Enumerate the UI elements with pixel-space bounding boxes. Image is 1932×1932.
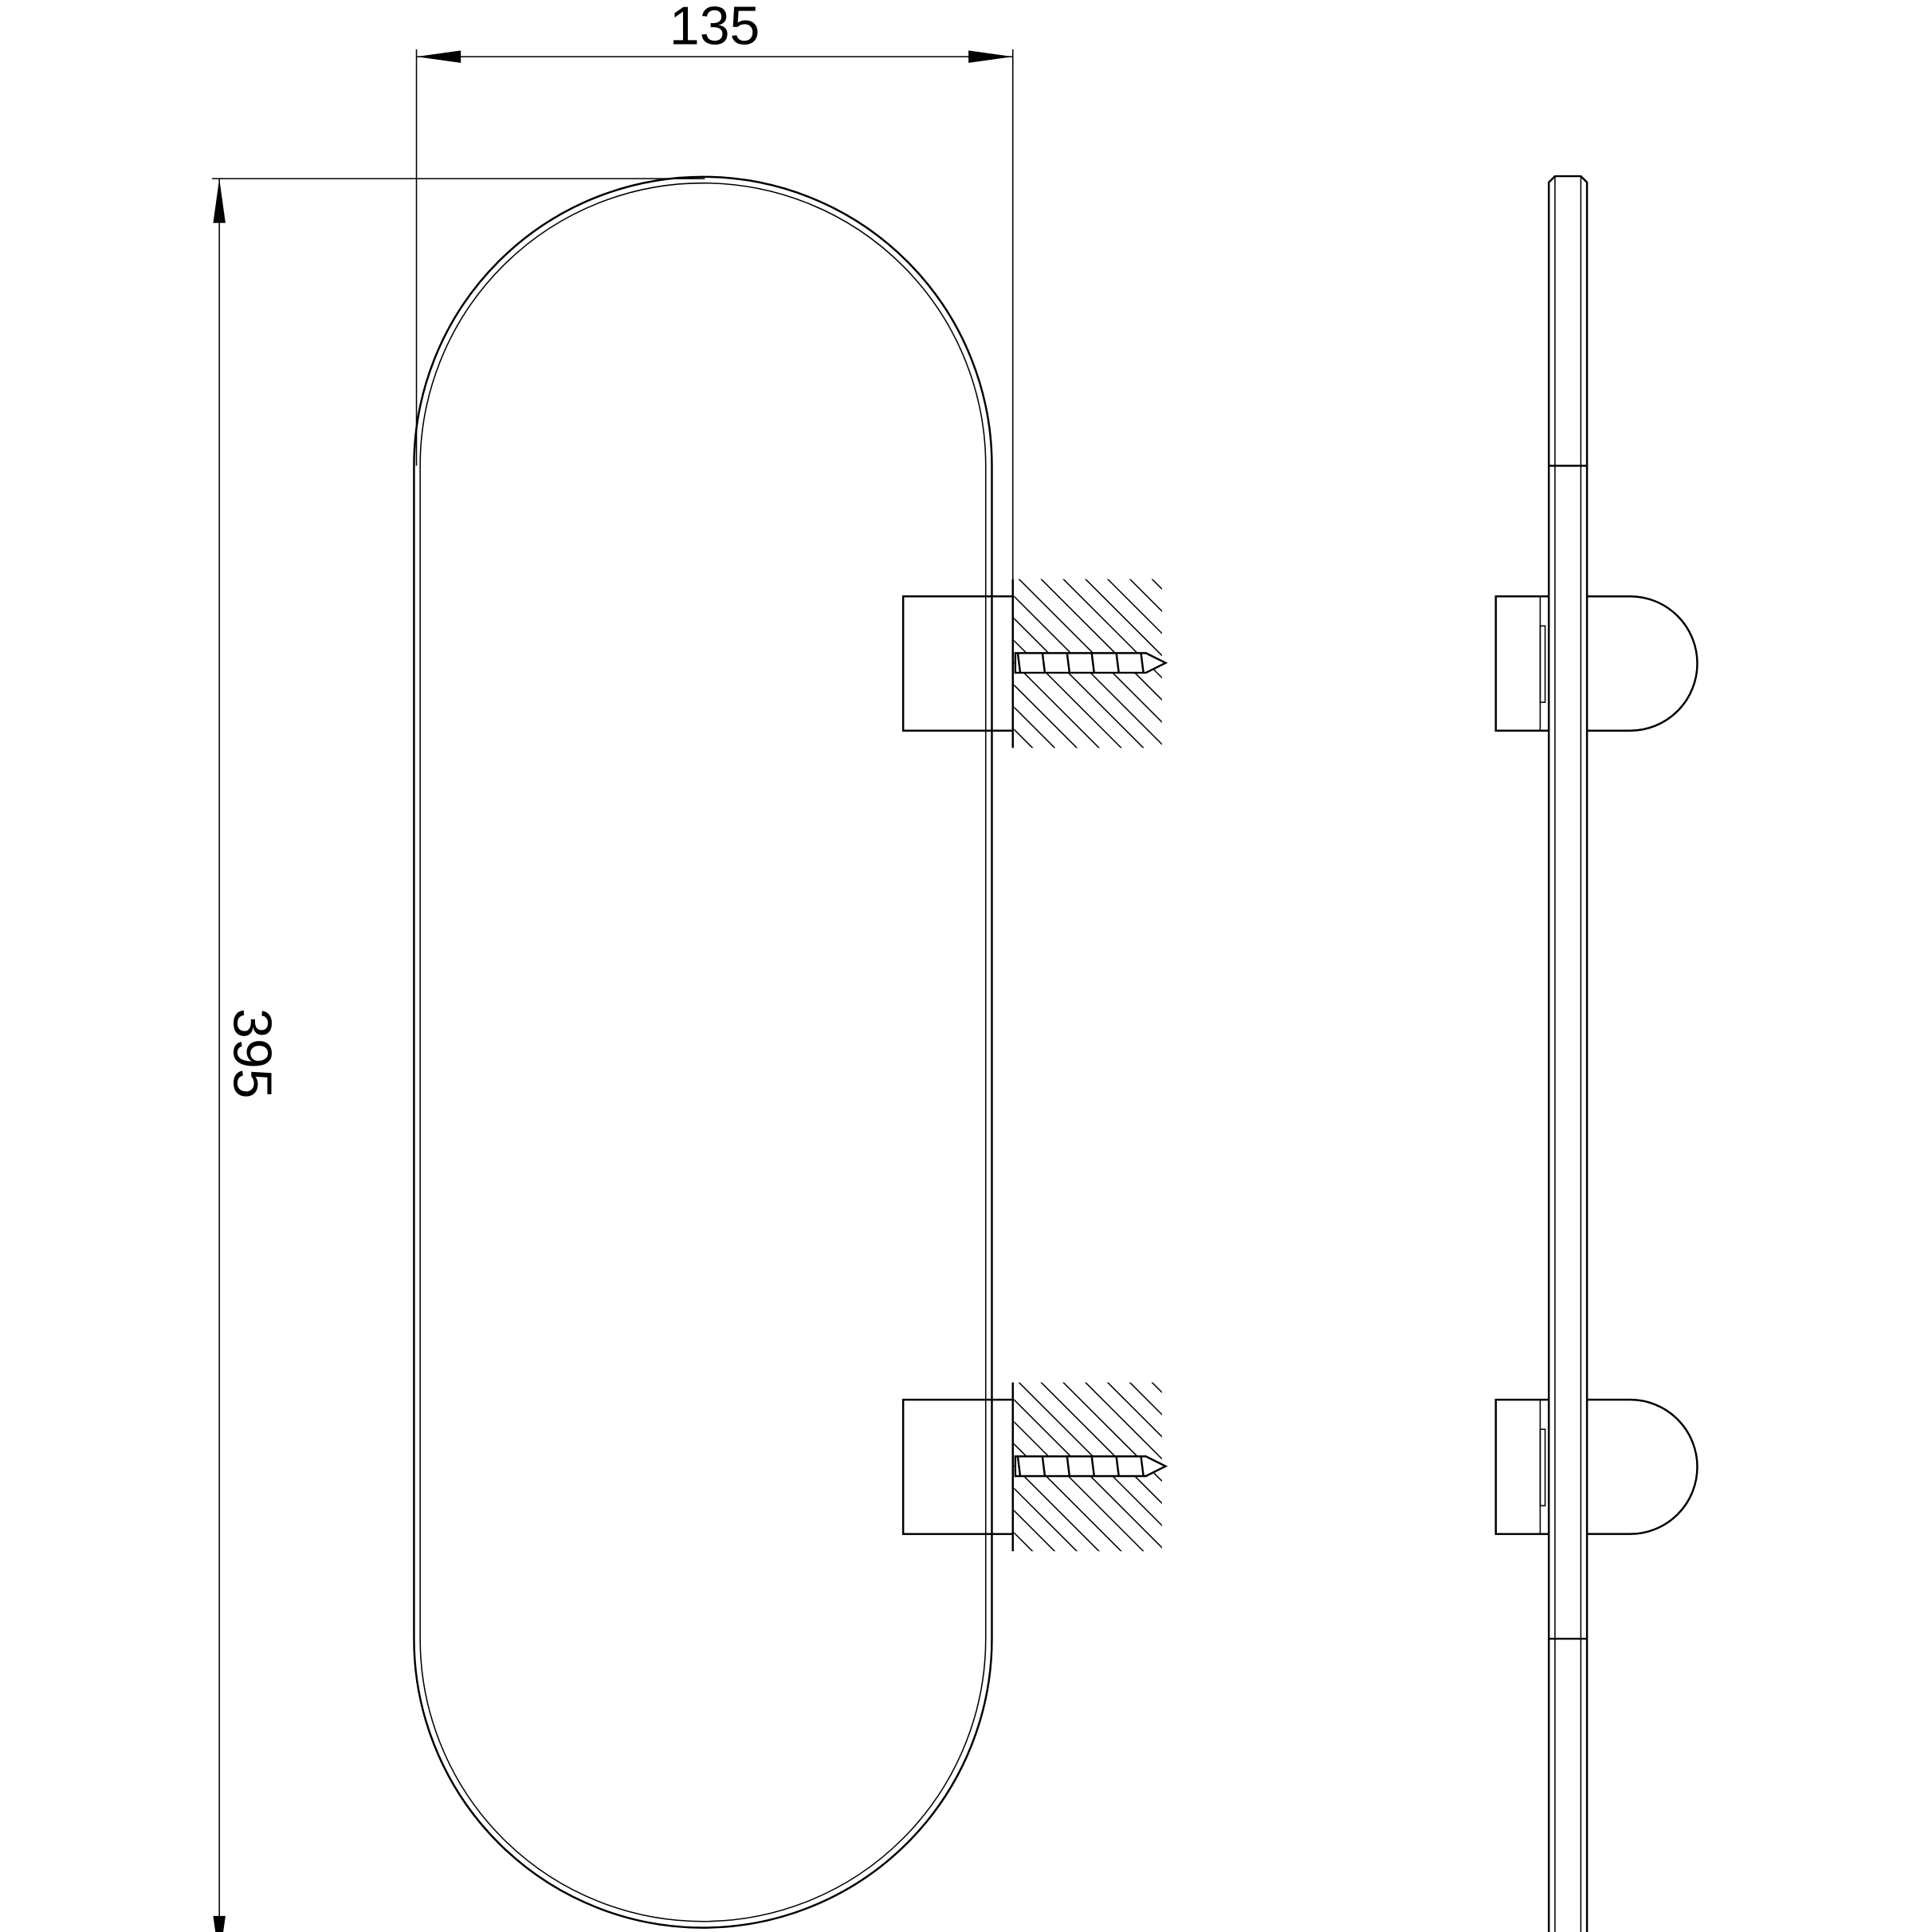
mount-block — [901, 1398, 1014, 1535]
plate-inner-edge — [419, 182, 987, 1922]
screw — [1014, 652, 1168, 674]
hatch-line — [1014, 684, 1078, 748]
wall-mount — [817, 1358, 1371, 1580]
screw-thread — [1066, 653, 1071, 673]
front-view-plate — [413, 175, 993, 1929]
arrowhead-icon — [968, 50, 1013, 63]
side-mount — [1494, 1398, 1698, 1535]
side-mount-block — [1494, 1398, 1550, 1535]
hatch-line — [1129, 579, 1162, 612]
screw-thread — [1115, 1456, 1120, 1477]
hatch-line — [1084, 579, 1162, 657]
arrowhead-icon — [213, 1915, 226, 1932]
hatch-line — [1014, 1487, 1078, 1552]
width-label: 135 — [670, 0, 760, 57]
screw-thread — [1090, 1456, 1096, 1477]
width-dimension: 135 — [415, 0, 1014, 579]
screw — [1014, 1455, 1168, 1478]
screw-thread — [1140, 1456, 1145, 1477]
height-dimension: 395 — [211, 178, 705, 1932]
side-mount-block — [1494, 595, 1550, 732]
side-mount — [1494, 595, 1698, 732]
side-screw-head — [1539, 625, 1546, 703]
hatch-line — [1149, 1358, 1371, 1580]
hatch-line — [1106, 579, 1162, 634]
side-view — [1494, 175, 1698, 1932]
screw-thread — [1140, 653, 1145, 673]
arrowhead-icon — [213, 179, 226, 223]
screw-thread — [1041, 653, 1046, 673]
screw-thread — [1041, 1456, 1046, 1477]
screw-thread — [1066, 1456, 1071, 1477]
side-mount-cap — [1587, 1398, 1698, 1535]
hatch-line — [1149, 555, 1371, 776]
hatch-line — [817, 555, 1039, 776]
side-view-mounts — [1494, 595, 1698, 1535]
hatch-line — [1014, 1532, 1034, 1552]
mount-block — [901, 595, 1014, 732]
hatch-line — [1014, 706, 1056, 748]
hatch-line — [1084, 1382, 1162, 1460]
hatch-line — [1106, 1382, 1162, 1438]
side-plate-outline — [1547, 175, 1588, 1932]
wall-mount — [817, 555, 1371, 776]
screw-thread — [1090, 653, 1096, 673]
side-mount-cap — [1587, 595, 1698, 732]
hatch-line — [1129, 1382, 1162, 1416]
front-view-mounts — [817, 555, 1371, 1580]
hatch-line — [1014, 1510, 1056, 1552]
hatch-line — [817, 1358, 1039, 1580]
plate-outline — [413, 175, 993, 1929]
screw-thread — [1016, 653, 1022, 673]
height-label: 395 — [222, 1008, 283, 1098]
side-screw-head — [1539, 1428, 1546, 1506]
screw-thread — [1016, 1456, 1022, 1477]
arrowhead-icon — [416, 50, 461, 63]
hatch-line — [1014, 728, 1034, 748]
screw-thread — [1115, 653, 1120, 673]
